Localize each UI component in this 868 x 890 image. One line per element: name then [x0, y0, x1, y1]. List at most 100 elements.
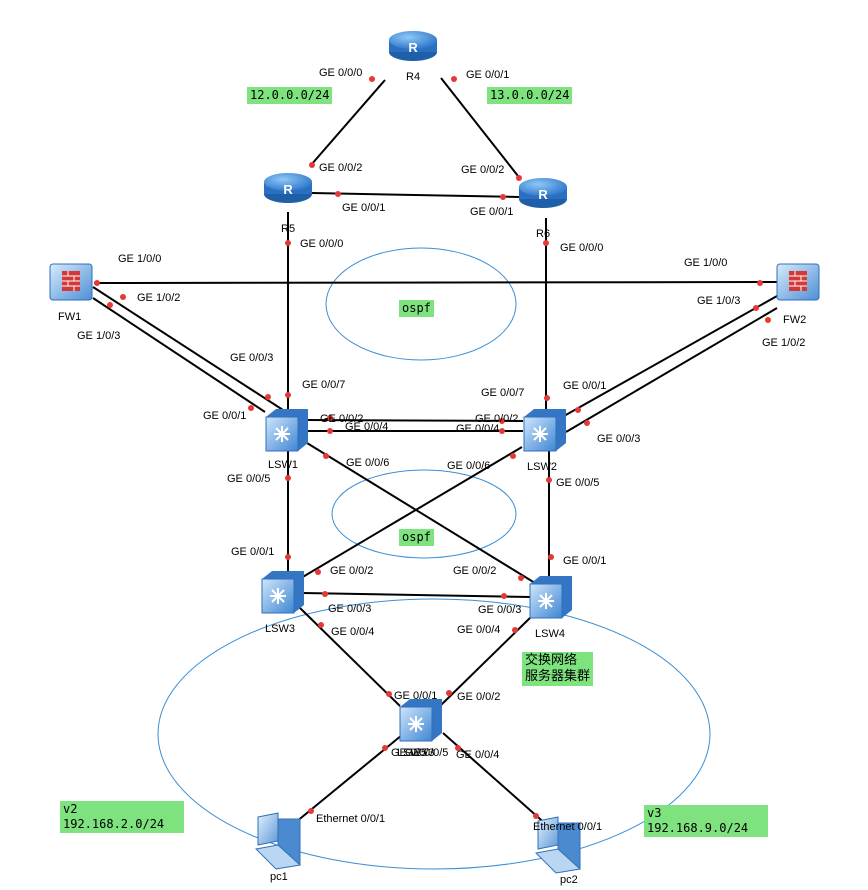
server-cluster-tag: 交换网络 服务器集群 [522, 652, 594, 686]
firewall-fw1-icon[interactable] [49, 263, 93, 301]
port-dot [315, 569, 321, 575]
port-label: GE 1/0/0 [118, 253, 161, 265]
port-label: GE 1/0/0 [684, 257, 727, 269]
link-lsw2-lsw3 [300, 446, 523, 579]
device-name-r6: R6 [536, 228, 550, 240]
router-r5-icon[interactable]: R [264, 173, 312, 203]
port-dot [499, 418, 505, 424]
port-dot [327, 428, 333, 434]
port-dot [248, 405, 254, 411]
port-label: GE 0/0/3 [597, 433, 640, 445]
port-dot [500, 194, 506, 200]
device-name-r4: R4 [406, 71, 420, 83]
port-dot [499, 428, 505, 434]
link-fw1-lsw1-b [92, 297, 266, 413]
port-label: Ethernet 0/0/1 [533, 821, 602, 833]
port-dot [323, 453, 329, 459]
port-label: Ethernet 0/0/1 [316, 813, 385, 825]
link-fw2-lsw2-b [565, 307, 778, 433]
link-r4-r6 [440, 77, 519, 177]
port-label: GE 0/0/2 [453, 565, 496, 577]
port-dot [516, 175, 522, 181]
ospf-tag-top: ospf [399, 300, 434, 317]
port-dot [94, 280, 100, 286]
port-label: GE 0/0/4 [457, 624, 500, 636]
port-dot [120, 294, 126, 300]
ospf-area-top [325, 247, 517, 361]
switch-network-area [157, 598, 711, 870]
port-label: GE 0/0/3 [230, 352, 273, 364]
vlan-v2-tag: v2 192.168.2.0/24 [60, 801, 184, 833]
port-dot [455, 745, 461, 751]
port-dot [543, 240, 549, 246]
link-fw1-lsw1-a [92, 286, 284, 411]
port-dot [382, 745, 388, 751]
port-label: GE 0/0/1 [563, 380, 606, 392]
links [92, 77, 780, 827]
device-name-pc1: pc1 [270, 871, 288, 883]
port-label: GE 0/0/0 [560, 242, 603, 254]
device-name-fw2: FW2 [783, 314, 806, 326]
port-label: GE 0/0/3 [391, 747, 434, 759]
port-dot [265, 394, 271, 400]
router-r4-icon[interactable]: R [389, 31, 437, 61]
switch-lsw4-icon[interactable] [529, 576, 572, 619]
switch-lsw3-icon[interactable] [261, 571, 304, 614]
pc1-icon[interactable] [254, 812, 302, 870]
device-name-fw1: FW1 [58, 311, 81, 323]
port-dot [518, 575, 524, 581]
link-lsw1-lsw4 [306, 442, 536, 584]
port-label: GE 1/0/2 [762, 337, 805, 349]
port-dot [765, 317, 771, 323]
port-label: GE 0/0/2 [475, 413, 518, 425]
port-label: GE 0/0/7 [481, 387, 524, 399]
port-dot [753, 305, 759, 311]
port-dots [94, 76, 771, 819]
switch-lsw5-icon[interactable] [399, 699, 442, 742]
link-r4-r5 [310, 79, 386, 166]
port-dot [107, 302, 113, 308]
port-label: GE 0/0/5 [556, 477, 599, 489]
vlan-v3-tag: v3 192.168.9.0/24 [644, 805, 768, 837]
port-label: GE 0/0/6 [346, 457, 389, 469]
port-label: GE 0/0/1 [342, 202, 385, 214]
link-lsw3-lsw4 [302, 592, 531, 598]
firewall-fw2-icon[interactable] [776, 263, 820, 301]
link-lsw3-lsw5 [299, 607, 401, 707]
port-dot [318, 622, 324, 628]
pc2-icon[interactable] [534, 816, 582, 874]
port-dot [335, 191, 341, 197]
port-label: GE 0/0/5 [405, 747, 448, 759]
port-label: GE 0/0/2 [330, 565, 373, 577]
port-dot [327, 415, 333, 421]
port-label: GE 1/0/3 [697, 295, 740, 307]
port-dot [512, 627, 518, 633]
port-label: GE 1/0/2 [137, 292, 180, 304]
port-dot [544, 395, 550, 401]
port-label: GE 0/0/3 [328, 603, 371, 615]
port-dot [451, 76, 457, 82]
device-name-lsw4: LSW4 [535, 628, 565, 640]
port-labels: GE 0/0/0 GE 0/0/1 GE 0/0/2 GE 0/0/2 GE 0… [77, 67, 805, 833]
port-label: GE 0/0/4 [456, 749, 499, 761]
device-name-pc2: pc2 [560, 874, 578, 886]
port-dot [308, 808, 314, 814]
port-dot [501, 593, 507, 599]
port-label: GE 0/0/4 [456, 423, 499, 435]
port-label: GE 1/0/3 [77, 330, 120, 342]
ospf-area-mid [331, 469, 517, 559]
port-dot [309, 162, 315, 168]
port-label: GE 0/0/2 [461, 164, 504, 176]
link-r5-r6 [311, 192, 520, 198]
port-label: GE 0/0/2 [319, 162, 362, 174]
router-r6-icon[interactable]: R [519, 178, 567, 208]
link-fw2-lsw2-a [563, 295, 778, 417]
port-dot [285, 554, 291, 560]
port-dot [285, 475, 291, 481]
switch-lsw2-icon[interactable] [523, 409, 566, 452]
switch-lsw1-icon[interactable] [265, 409, 308, 452]
network-tag-12: 12.0.0.0/24 [247, 87, 333, 104]
port-label: GE 0/0/5 [227, 473, 270, 485]
port-label: GE 0/0/1 [563, 555, 606, 567]
